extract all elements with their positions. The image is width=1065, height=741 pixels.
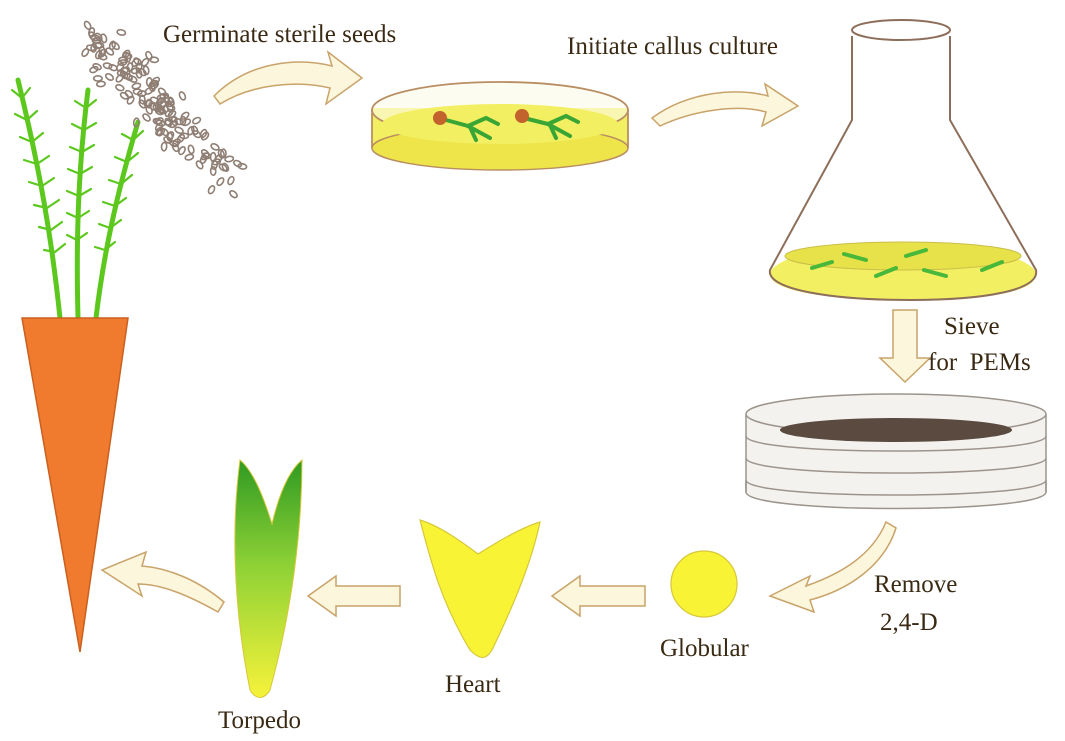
torpedo-embryo-icon [235, 460, 302, 698]
label-germinate: Germinate sterile seeds [163, 21, 396, 48]
seed [178, 91, 186, 101]
arrow-to-carrot [102, 552, 224, 612]
petri-dish-icon [372, 82, 628, 170]
arrow-to-heart [552, 576, 645, 616]
flask-icon [770, 20, 1036, 300]
label-sieve: Sieve [944, 313, 1000, 340]
seed [216, 177, 225, 187]
arrow-to-flask [652, 84, 798, 126]
seed [105, 72, 115, 81]
seed [96, 81, 105, 87]
sieve-icon [746, 394, 1046, 509]
seed [210, 143, 220, 152]
label-torpedo: Torpedo [218, 707, 301, 734]
seed [195, 160, 204, 170]
seed [94, 76, 102, 81]
globular-embryo-icon [671, 551, 737, 617]
label-2-4-d: 2,4-D [880, 609, 938, 636]
seed [117, 29, 126, 36]
arrow-to-torpedo [308, 576, 400, 616]
arrow-to-petri [214, 52, 362, 104]
seed [108, 64, 118, 72]
arrow-down-sieve [880, 310, 930, 382]
heart-embryo-icon [420, 520, 540, 658]
seed [115, 84, 125, 92]
seed [161, 142, 167, 151]
seed [132, 82, 141, 89]
label-globular: Globular [660, 635, 750, 662]
seed [207, 185, 216, 195]
seed [192, 116, 202, 125]
label-for-pems: for PEMs [928, 349, 1031, 376]
label-remove: Remove [874, 571, 957, 598]
seed [227, 176, 235, 186]
seed [103, 62, 112, 69]
arrow-to-globular [770, 522, 896, 612]
label-heart: Heart [445, 671, 501, 698]
seed [119, 91, 129, 100]
seed [144, 86, 154, 95]
seed [229, 189, 239, 198]
label-initiate: Initiate callus culture [567, 33, 778, 60]
seed [185, 154, 194, 161]
seed [188, 145, 195, 154]
